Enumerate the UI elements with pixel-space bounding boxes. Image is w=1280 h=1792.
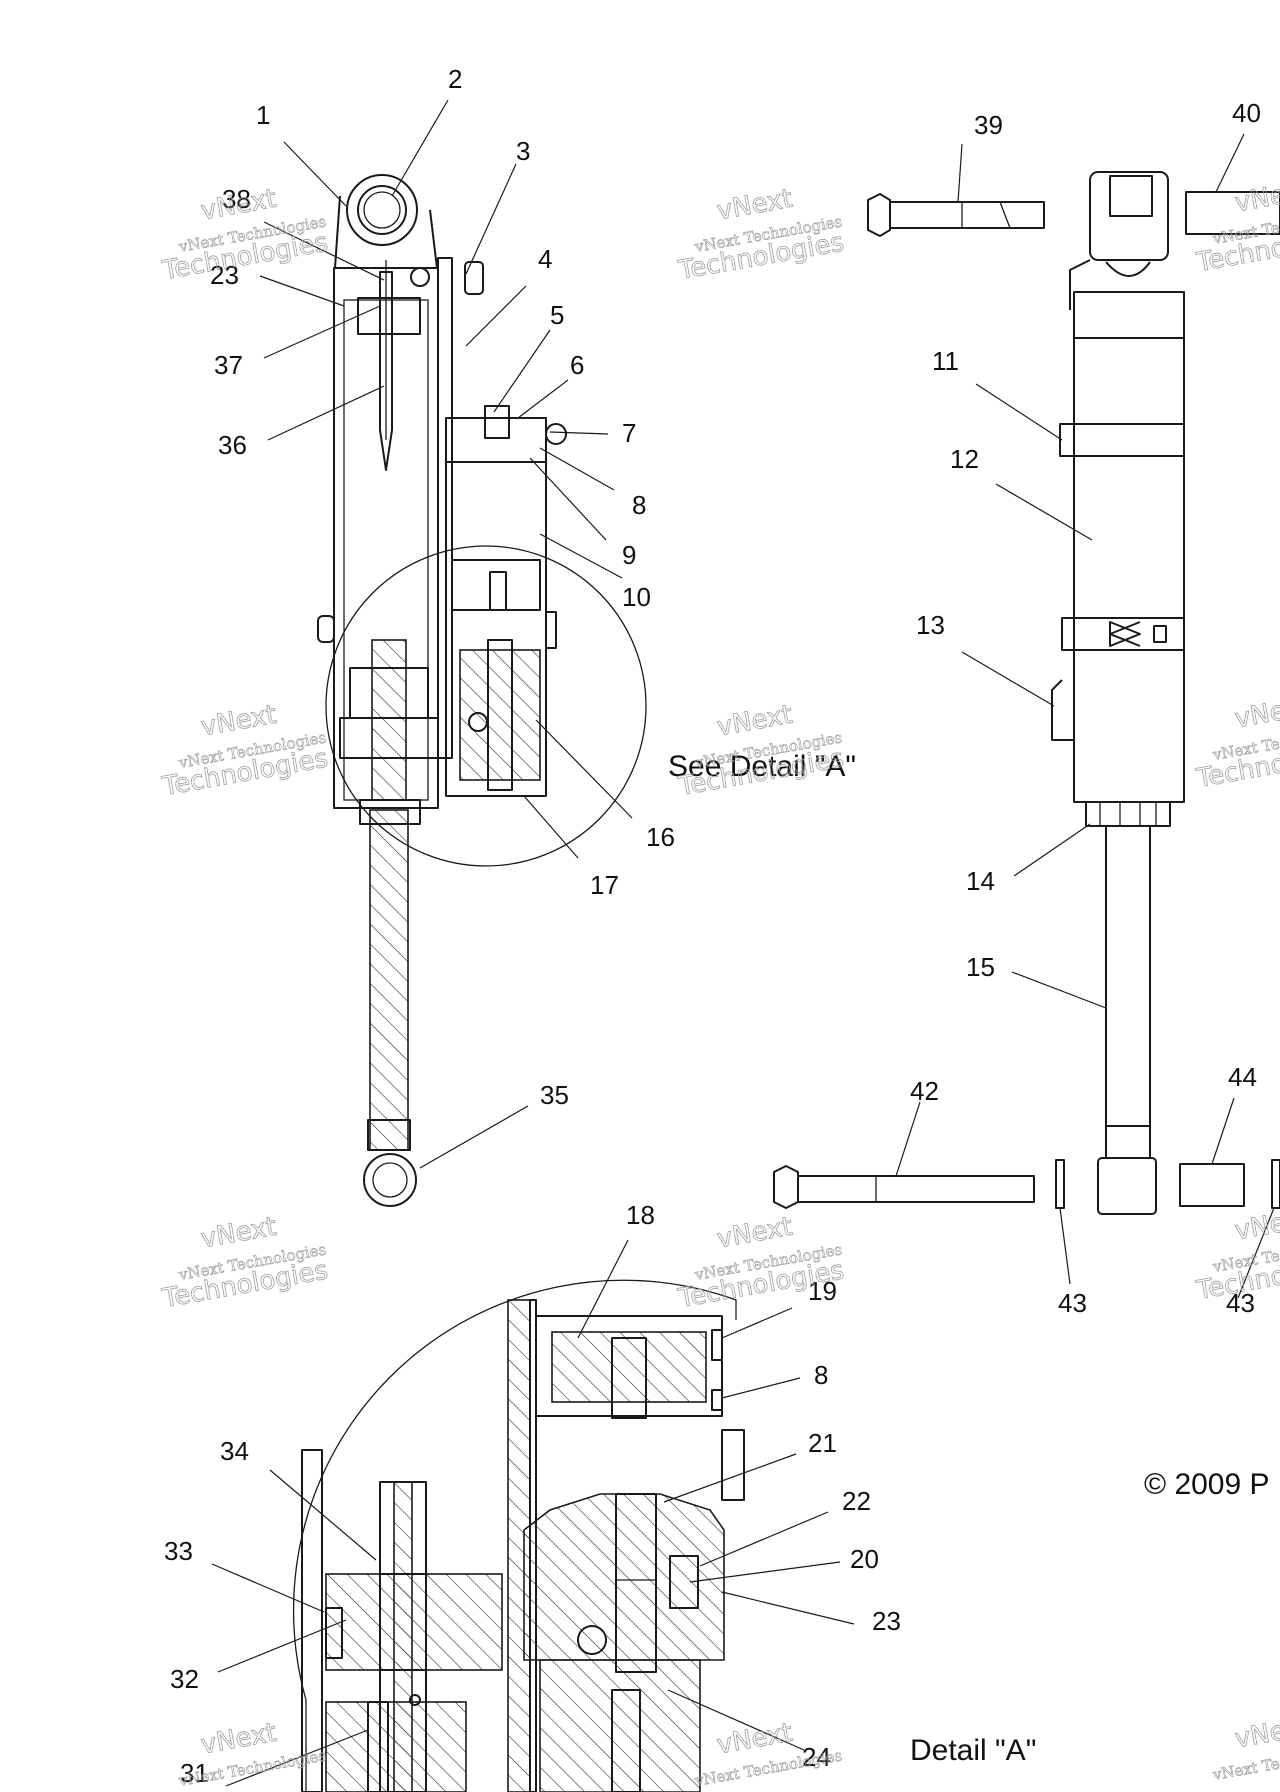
callout-24: 24: [802, 1742, 831, 1772]
svg-text:vNext: vNext: [199, 700, 279, 743]
callout-2: 2: [448, 64, 462, 94]
callout-4: 4: [538, 244, 552, 274]
callout-20: 20: [850, 1544, 879, 1574]
watermark-1: vNext vNext Technologies Technologies: [159, 183, 330, 286]
callout-42: 42: [910, 1076, 939, 1106]
watermark-5: vNext vNext Technologies Technologies: [675, 699, 846, 802]
callout-1: 1: [256, 100, 270, 130]
watermark-2: vNext vNext Technologies Technologies: [675, 183, 846, 286]
svg-text:vNext: vNext: [715, 184, 795, 227]
leader-lines: [211, 99, 1275, 1787]
watermark-3: vNext vNext Technologies Technologies: [1193, 175, 1280, 278]
callout-3: 3: [516, 136, 530, 166]
callout-22: 22: [842, 1486, 871, 1516]
callout-35: 35: [540, 1080, 569, 1110]
watermark-7: vNext vNext Technologies Technologies: [159, 1211, 330, 1314]
callout-44: 44: [1228, 1062, 1257, 1092]
callout-13: 13: [916, 610, 945, 640]
watermark-10: vNext vNext Technologies: [176, 1717, 328, 1790]
detail-a-caption: Detail "A": [910, 1734, 1036, 1767]
callout-14: 14: [966, 866, 995, 896]
callout-40: 40: [1232, 98, 1261, 128]
callout-15: 15: [966, 952, 995, 982]
svg-text:vNext: vNext: [199, 1718, 279, 1761]
callout-18: 18: [626, 1200, 655, 1230]
callout-17: 17: [590, 870, 619, 900]
callout-37: 37: [214, 350, 243, 380]
svg-text:vNext: vNext: [1233, 692, 1280, 735]
callout-labels: 1 2 3 4 5 6 7 8 9 10 11 12 13 14 15 16 1…: [164, 64, 1261, 1788]
callout-12: 12: [950, 444, 979, 474]
callout-36: 36: [218, 430, 247, 460]
callout-23a: 23: [210, 260, 239, 290]
watermark-4: vNext vNext Technologies Technologies: [159, 699, 330, 802]
callout-32: 32: [170, 1664, 199, 1694]
callout-6: 6: [570, 350, 584, 380]
svg-text:vNext: vNext: [715, 1718, 795, 1761]
callout-19: 19: [808, 1276, 837, 1306]
watermark-9: vNext vNext Technologies Technologies: [1193, 1203, 1280, 1306]
svg-text:vNext: vNext: [1233, 1204, 1280, 1247]
callout-34: 34: [220, 1436, 249, 1466]
callout-16: 16: [646, 822, 675, 852]
callout-39: 39: [974, 110, 1003, 140]
callout-43b: 43: [1226, 1288, 1255, 1318]
callout-10: 10: [622, 582, 651, 612]
svg-text:vNext: vNext: [199, 184, 279, 227]
callout-38: 38: [222, 184, 251, 214]
svg-text:vNext: vNext: [715, 1212, 795, 1255]
watermark-12: vNext vNext Technologies: [1210, 1711, 1280, 1784]
callout-5: 5: [550, 300, 564, 330]
see-detail-a-label: See Detail "A": [668, 750, 856, 783]
shock-exterior-view: [773, 171, 1280, 1215]
callout-33: 33: [164, 1536, 193, 1566]
callout-7: 7: [622, 418, 636, 448]
callout-11: 11: [932, 346, 959, 376]
svg-text:vNext Technologies: vNext Technologies: [177, 1746, 328, 1790]
callout-31: 31: [180, 1758, 209, 1788]
callout-8b: 8: [814, 1360, 828, 1390]
detail-a-view: [292, 1279, 745, 1792]
svg-text:vNext: vNext: [715, 700, 795, 743]
callout-21: 21: [808, 1428, 837, 1458]
callout-23b: 23: [872, 1606, 901, 1636]
svg-text:vNext: vNext: [199, 1212, 279, 1255]
svg-text:vNext: vNext: [1233, 1712, 1280, 1755]
callout-43a: 43: [1058, 1288, 1087, 1318]
shock-section-view: [317, 174, 647, 1207]
callout-8: 8: [632, 490, 646, 520]
svg-text:vNext: vNext: [1233, 176, 1280, 219]
callout-9: 9: [622, 540, 636, 570]
watermark-11: vNext vNext Technologies: [692, 1717, 843, 1790]
copyright-notice: © 2009 P: [1144, 1468, 1270, 1501]
watermark-6: vNext vNext Technologies Technologies: [1193, 691, 1280, 794]
